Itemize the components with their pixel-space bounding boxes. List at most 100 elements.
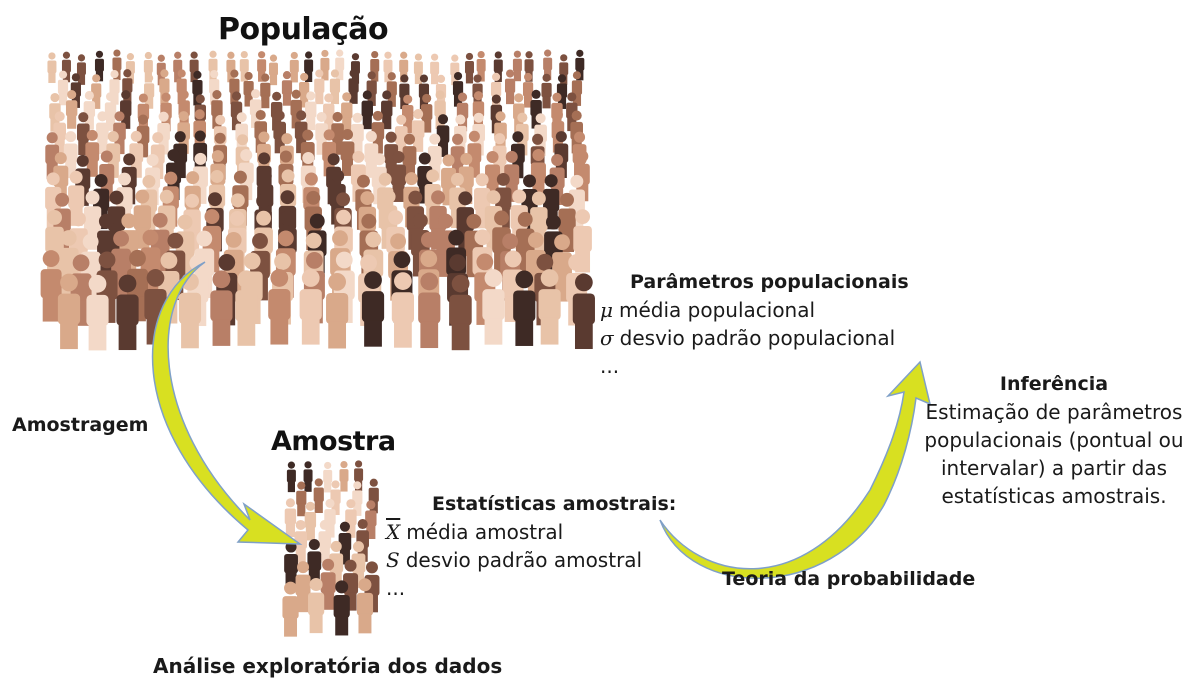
person-figure [85,129,100,177]
person-figure [472,91,485,130]
person-figure [430,53,440,85]
statistic-item: ... [386,574,676,602]
person-figure [399,74,410,110]
person-figure [418,272,441,349]
person-figure [226,51,236,83]
statistic-text: média amostral [406,520,564,544]
person-figure [513,270,536,346]
person-figure [284,498,297,538]
person-figure [571,71,583,106]
person-figure [340,129,355,176]
person-figure [65,90,78,129]
person-figure [456,92,469,132]
person-figure [116,274,139,351]
person-figure [361,90,373,130]
person-figure [308,578,325,634]
person-figure [268,54,278,86]
person-figure [348,69,359,104]
person-figure [323,461,333,493]
person-figure [314,69,325,105]
person-figure [86,274,109,351]
person-figure [307,538,322,586]
person-figure [420,93,433,133]
person-figure [76,54,86,85]
parameter-text: desvio padrão populacional [619,326,896,350]
person-figure [57,273,81,350]
person-figure [209,69,220,105]
person-figure [522,72,534,108]
population-title: População [218,12,389,47]
person-figure [411,109,425,152]
person-figure [326,273,349,349]
person-figure [365,500,377,540]
person-figure [299,269,322,345]
person-figure [339,460,349,492]
person-figure [452,71,464,107]
inference-line: intervalar) a partir das [940,456,1168,480]
person-figure [239,50,249,82]
person-figure [449,274,472,351]
person-figure [338,521,352,565]
person-figure [356,578,374,634]
person-figure [512,50,522,82]
person-figure [77,112,90,156]
parameter-text: ... [600,354,620,378]
person-figure [83,90,96,130]
inference-heading: Inferência [999,373,1109,395]
person-figure [482,269,505,345]
inference-block: Inferência Estimação de parâmetros popul… [914,370,1194,510]
population-parameters-heading: Parâmetros populacionais [630,271,909,293]
person-figure [144,74,155,109]
person-figure [341,92,353,131]
population-crowd [40,49,595,351]
sigma-symbol: σ [600,326,614,350]
person-figure [243,71,254,107]
person-figure [47,52,57,83]
person-figure [381,90,393,130]
probability-theory-label: Teoria da probabilidade [722,568,976,590]
person-figure [230,91,243,131]
person-figure [315,111,328,155]
person-figure [464,52,474,84]
person-figure [413,53,423,85]
person-figure [173,51,183,83]
person-figure [299,72,310,108]
person-figure [273,110,287,154]
person-figure [538,269,561,345]
person-figure [40,250,62,322]
person-figure [572,273,595,350]
person-figure [320,558,336,610]
person-figure [286,461,296,493]
parameter-text: média populacional [619,298,816,322]
person-figure [104,92,117,131]
person-figure [120,90,132,129]
sample-statistics-heading: Estatísticas amostrais: [432,493,677,515]
person-figure [530,89,542,129]
person-figure [391,150,407,202]
person-figure [333,580,350,636]
person-figure [178,272,202,349]
person-figure [441,154,457,206]
statistic-text: ... [386,576,406,600]
person-figure [289,51,299,83]
x-bar-symbol: X [386,520,401,544]
person-figure [329,69,341,105]
sample-crowd [282,460,380,637]
person-figure [476,50,486,82]
exploratory-analysis-label: Análise exploratória dos dados [153,654,503,678]
person-figure [345,499,357,538]
person-figure [282,581,299,637]
inference-line: populacionais (pontual ou [924,428,1184,452]
person-figure [361,271,385,347]
person-figure [210,270,233,346]
person-figure [295,561,311,613]
person-figure [260,73,271,109]
person-figure [541,73,552,109]
sampling-label: Amostragem [12,414,149,436]
sampling-arrow [151,261,303,545]
